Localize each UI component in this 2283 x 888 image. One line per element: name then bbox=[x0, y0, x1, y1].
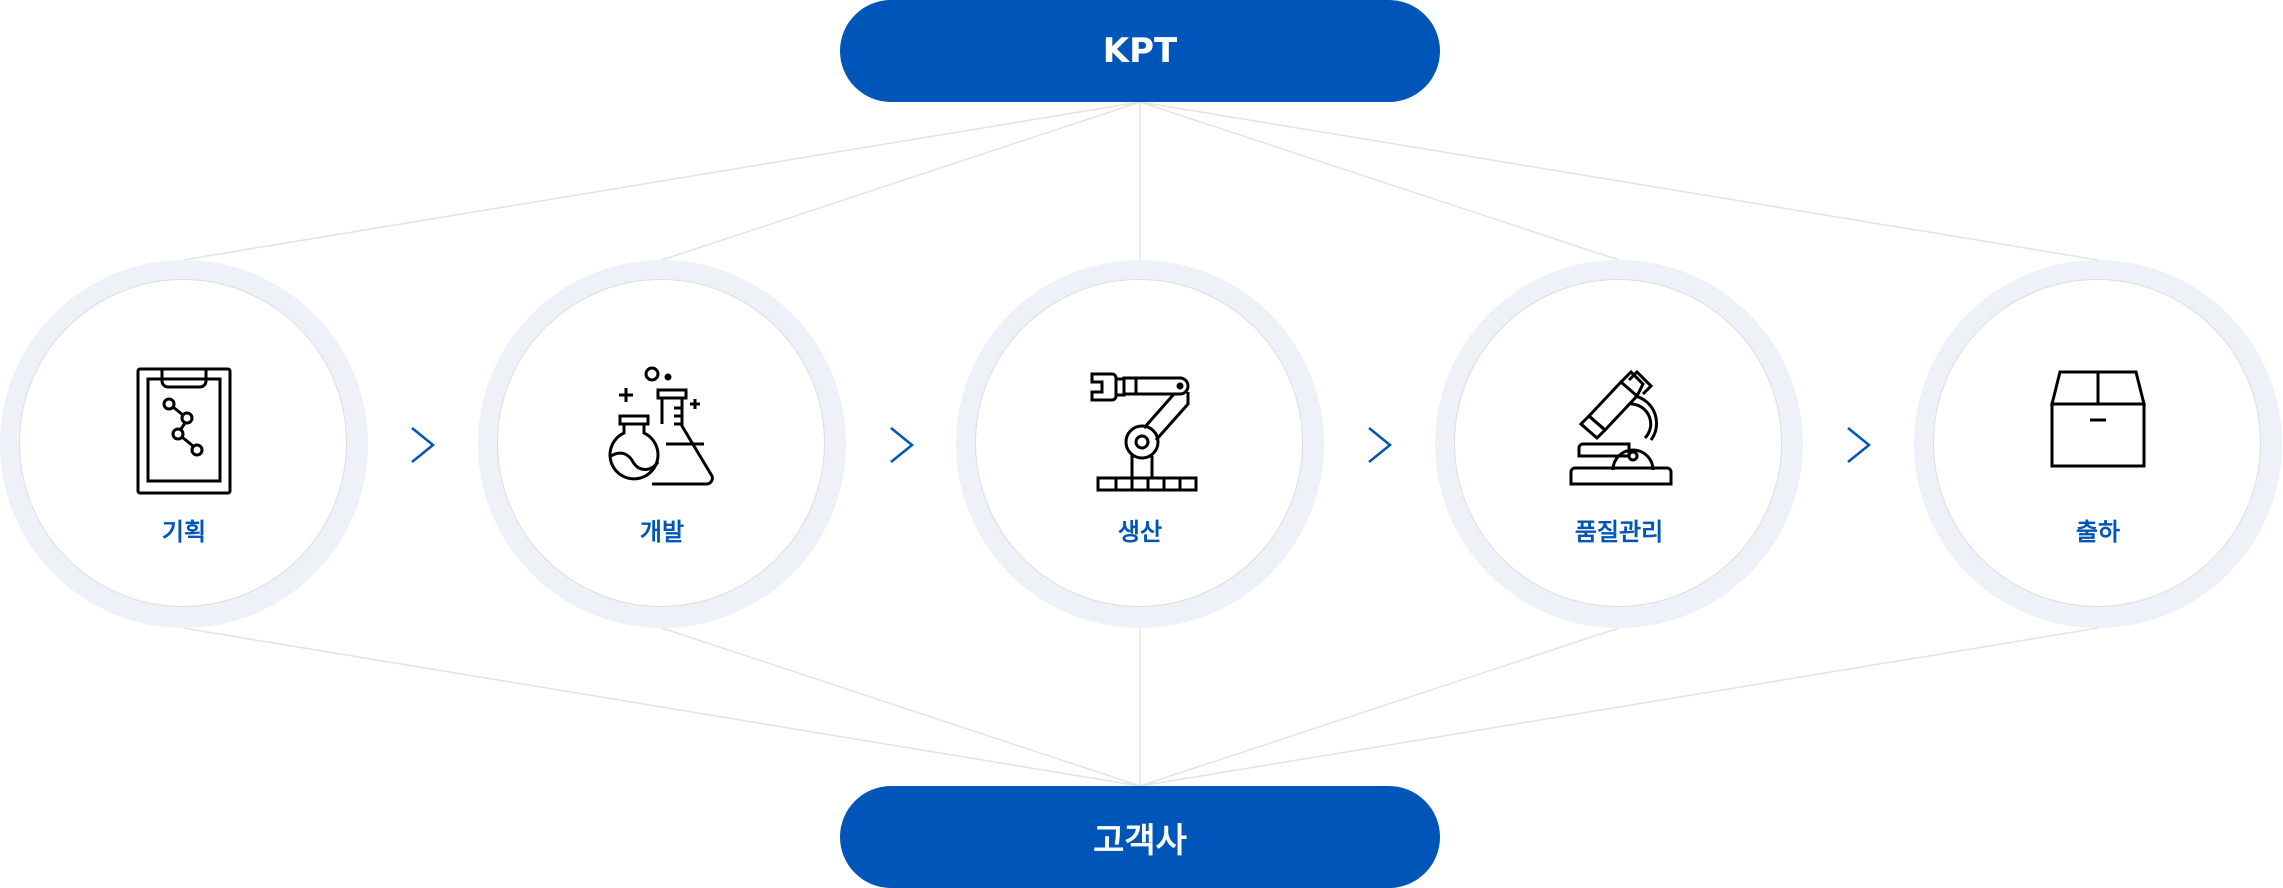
step-label: 기획 bbox=[161, 518, 207, 546]
step-label: 개발 bbox=[639, 518, 685, 546]
robot-arm-icon bbox=[1090, 372, 1198, 492]
customer-node: 고객사 bbox=[840, 786, 1440, 888]
step-label: 생산 bbox=[1117, 518, 1163, 546]
step-label: 품질관리 bbox=[1574, 518, 1664, 546]
step-shipping: 출하 bbox=[1914, 260, 2282, 628]
flask-icon bbox=[608, 366, 714, 486]
customer-label: 고객사 bbox=[1093, 820, 1187, 861]
chevron-right-icon bbox=[411, 427, 435, 463]
step-production: 생산 bbox=[956, 260, 1324, 628]
step-planning: 기획 bbox=[0, 260, 368, 628]
kpt-label: KPT bbox=[1102, 31, 1178, 71]
step-label: 출하 bbox=[2075, 518, 2121, 546]
chevron-right-icon bbox=[890, 427, 914, 463]
microscope-icon bbox=[1569, 369, 1673, 486]
box-icon bbox=[2050, 370, 2146, 468]
kpt-node: KPT bbox=[840, 0, 1440, 102]
chevron-right-icon bbox=[1847, 427, 1871, 463]
clipboard-chart-icon bbox=[136, 367, 232, 495]
step-quality-control: 품질관리 bbox=[1435, 260, 1803, 628]
chevron-right-icon bbox=[1368, 427, 1392, 463]
step-development: 개발 bbox=[478, 260, 846, 628]
